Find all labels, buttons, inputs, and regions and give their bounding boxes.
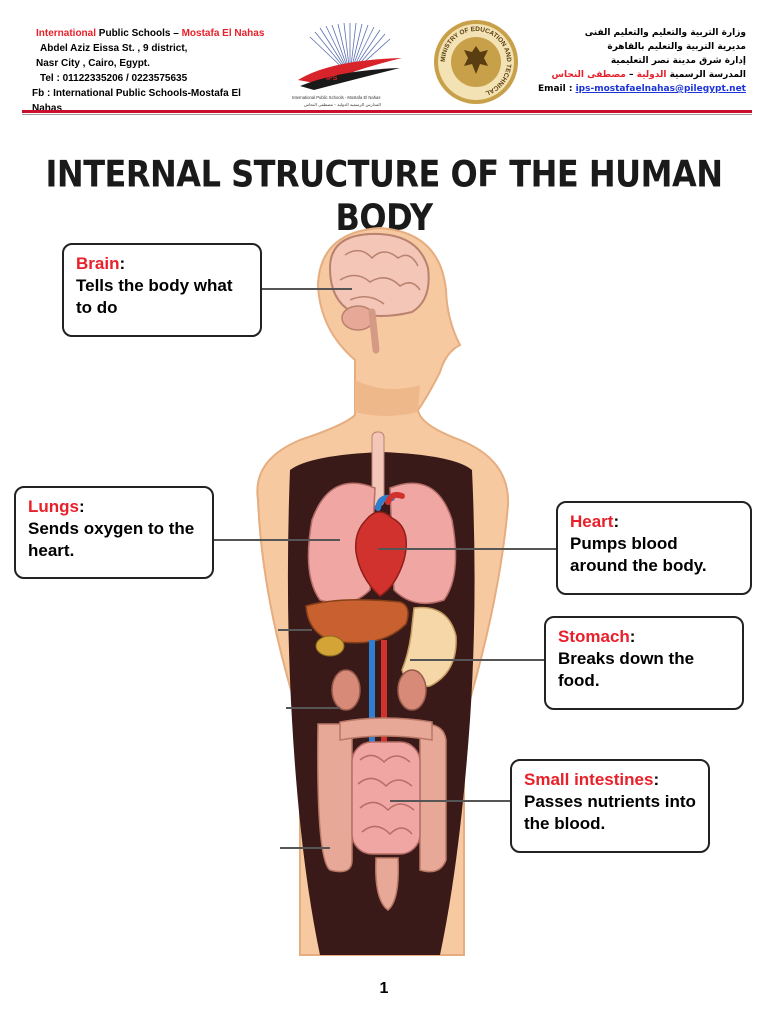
human-body-illustration bbox=[212, 226, 556, 956]
heart-label: Heart bbox=[570, 512, 614, 531]
rectum bbox=[375, 857, 400, 911]
brain-description: Tells the body what to do bbox=[76, 276, 233, 317]
phone-line: Tel : 01122335206 / 0223575635 bbox=[40, 73, 188, 84]
ministry-line4-c: – bbox=[625, 70, 637, 80]
intestines-label: Small intestines bbox=[524, 770, 654, 789]
stomach-icon bbox=[401, 606, 457, 688]
ministry-line4-b: الدولية bbox=[636, 70, 667, 80]
brain-label: Brain bbox=[76, 254, 120, 273]
heart-description: Pumps blood around the body. bbox=[570, 534, 707, 575]
ministry-line3: إدارة شرق مدينة نصر التعليمية bbox=[610, 56, 746, 66]
liver bbox=[305, 599, 409, 644]
school-address-block: International Public Schools – Mostafa E… bbox=[22, 26, 272, 116]
descending-colon bbox=[419, 723, 447, 873]
school-name-red: International bbox=[36, 28, 97, 39]
lungs-description: Sends oxygen to the heart. bbox=[28, 519, 195, 560]
stomach-callout: Stomach: Breaks down the food. bbox=[544, 616, 744, 710]
ministry-line4-a: المدرسة الرسمية bbox=[666, 70, 746, 80]
heart-icon bbox=[354, 491, 407, 597]
heart-colon: : bbox=[613, 512, 620, 531]
lungs-colon: : bbox=[79, 497, 85, 516]
ministry-line4-d: مصطفى النحاس bbox=[551, 70, 626, 80]
gallbladder bbox=[315, 635, 345, 657]
email-line: Email : ips-mostafaelnahas@pilegypt.net bbox=[486, 82, 746, 96]
stomach-label: Stomach bbox=[558, 627, 630, 646]
logo-mark: IPS bbox=[326, 75, 338, 82]
stomach-description: Breaks down the food. bbox=[558, 649, 695, 690]
eagle-icon bbox=[464, 46, 488, 74]
transverse-colon bbox=[339, 717, 433, 741]
ministry-seal: MINISTRY OF EDUCATION AND TECHNICAL bbox=[434, 20, 518, 104]
stomach-colon: : bbox=[629, 627, 636, 646]
right-kidney bbox=[397, 669, 427, 711]
left-kidney bbox=[331, 669, 361, 711]
ministry-block: وزارة التربية والتعليم والتعليم الفنى مد… bbox=[486, 26, 746, 96]
header-divider-shadow bbox=[22, 114, 752, 115]
pointer-lines bbox=[212, 288, 556, 849]
header-divider bbox=[22, 110, 752, 113]
logo-caption-ar: المدارس الرسمية الدولية - مصطفى النحاس bbox=[304, 102, 381, 107]
school-name-mid: Public Schools – bbox=[96, 28, 182, 39]
ministry-line2: مديرية التربية والتعليم بالقاهرة bbox=[607, 42, 746, 52]
right-lung bbox=[389, 482, 457, 605]
page-number: 1 bbox=[379, 980, 389, 997]
page-title: INTERNAL STRUCTURE OF THE HUMAN BODY bbox=[45, 152, 724, 240]
lungs-label: Lungs bbox=[28, 497, 79, 516]
logo-swoosh-red bbox=[298, 58, 402, 84]
ministry-line4: المدرسة الرسمية الدولية – مصطفى النحاس bbox=[486, 68, 746, 82]
email-link[interactable]: ips-mostafaelnahas@pilegypt.net bbox=[575, 84, 746, 94]
school-name-red2: Mostafa El Nahas bbox=[181, 28, 265, 39]
brain-callout: Brain: Tells the body what to do bbox=[62, 243, 262, 337]
ministry-line1: وزارة التربية والتعليم والتعليم الفنى bbox=[584, 28, 746, 38]
ips-logo: IPS International Public Schools - Mosta… bbox=[292, 22, 402, 107]
facebook-line: Fb : International Public Schools-Mostaf… bbox=[32, 88, 241, 114]
logo-swoosh-black bbox=[300, 68, 400, 90]
intestines-description: Passes nutrients into the blood. bbox=[524, 792, 696, 833]
logo-caption-en: International Public Schools - Mostafa E… bbox=[292, 95, 380, 100]
heart-callout: Heart: Pumps blood around the body. bbox=[556, 501, 752, 595]
brain-colon: : bbox=[119, 254, 126, 273]
lungs-callout: Lungs: Sends oxygen to the heart. bbox=[14, 486, 214, 579]
address-street: Abdel Aziz Eissa St. , 9 district, bbox=[40, 43, 188, 54]
email-label: Email : bbox=[537, 84, 576, 94]
intestines-callout: Small intestines: Passes nutrients into … bbox=[510, 759, 710, 853]
intestines-colon: : bbox=[653, 770, 660, 789]
address-city: Nasr City , Cairo, Egypt. bbox=[36, 58, 150, 69]
brain-icon bbox=[328, 232, 430, 354]
school-name-line: International Public Schools – Mostafa E… bbox=[22, 26, 272, 41]
small-intestine-icon bbox=[351, 741, 421, 855]
ascending-colon bbox=[317, 723, 353, 873]
